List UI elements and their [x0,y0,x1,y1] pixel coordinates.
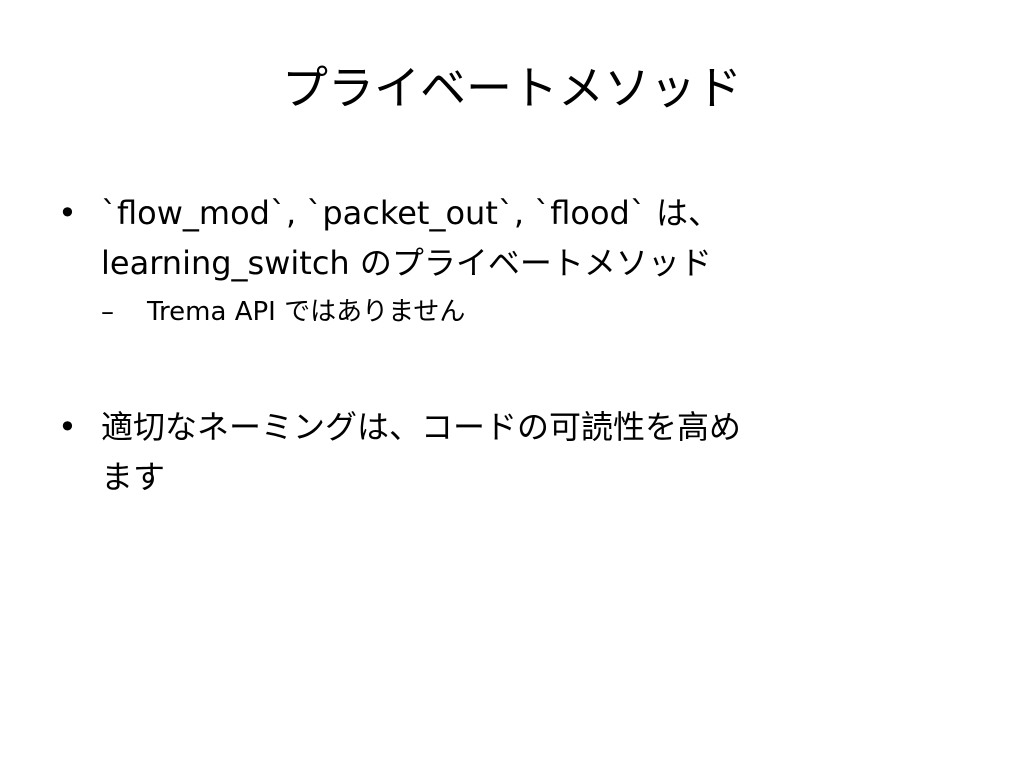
bullet-marker: • [58,194,77,232]
bullet-text-line-1: 適切なネーミングは、コードの可読性を高め [101,408,742,446]
bullet-list: • `flow_mod`, `packet_out`, `flood` は、 l… [58,188,958,502]
bullet-marker: • [58,408,77,446]
sub-bullet-text: Trema API ではありません [147,297,466,327]
sub-bullet-list: – Trema API ではありません [101,292,958,332]
bullet-text-line-2: ます [101,458,166,496]
bullet-text-line-1: `flow_mod`, `packet_out`, `flood` は、 [101,194,721,232]
bullet-item-private-methods: • `flow_mod`, `packet_out`, `flood` は、 l… [58,188,958,332]
sub-bullet-marker: – [101,297,114,327]
bullet-text-line-2: learning_switch のプライベートメソッド [101,244,712,282]
sub-bullet-item-not-trema-api: – Trema API ではありません [101,292,958,332]
slide-title: プライベートメソッド [282,61,742,115]
bullet-item-naming: • 適切なネーミングは、コードの可読性を高め ます [58,402,958,502]
